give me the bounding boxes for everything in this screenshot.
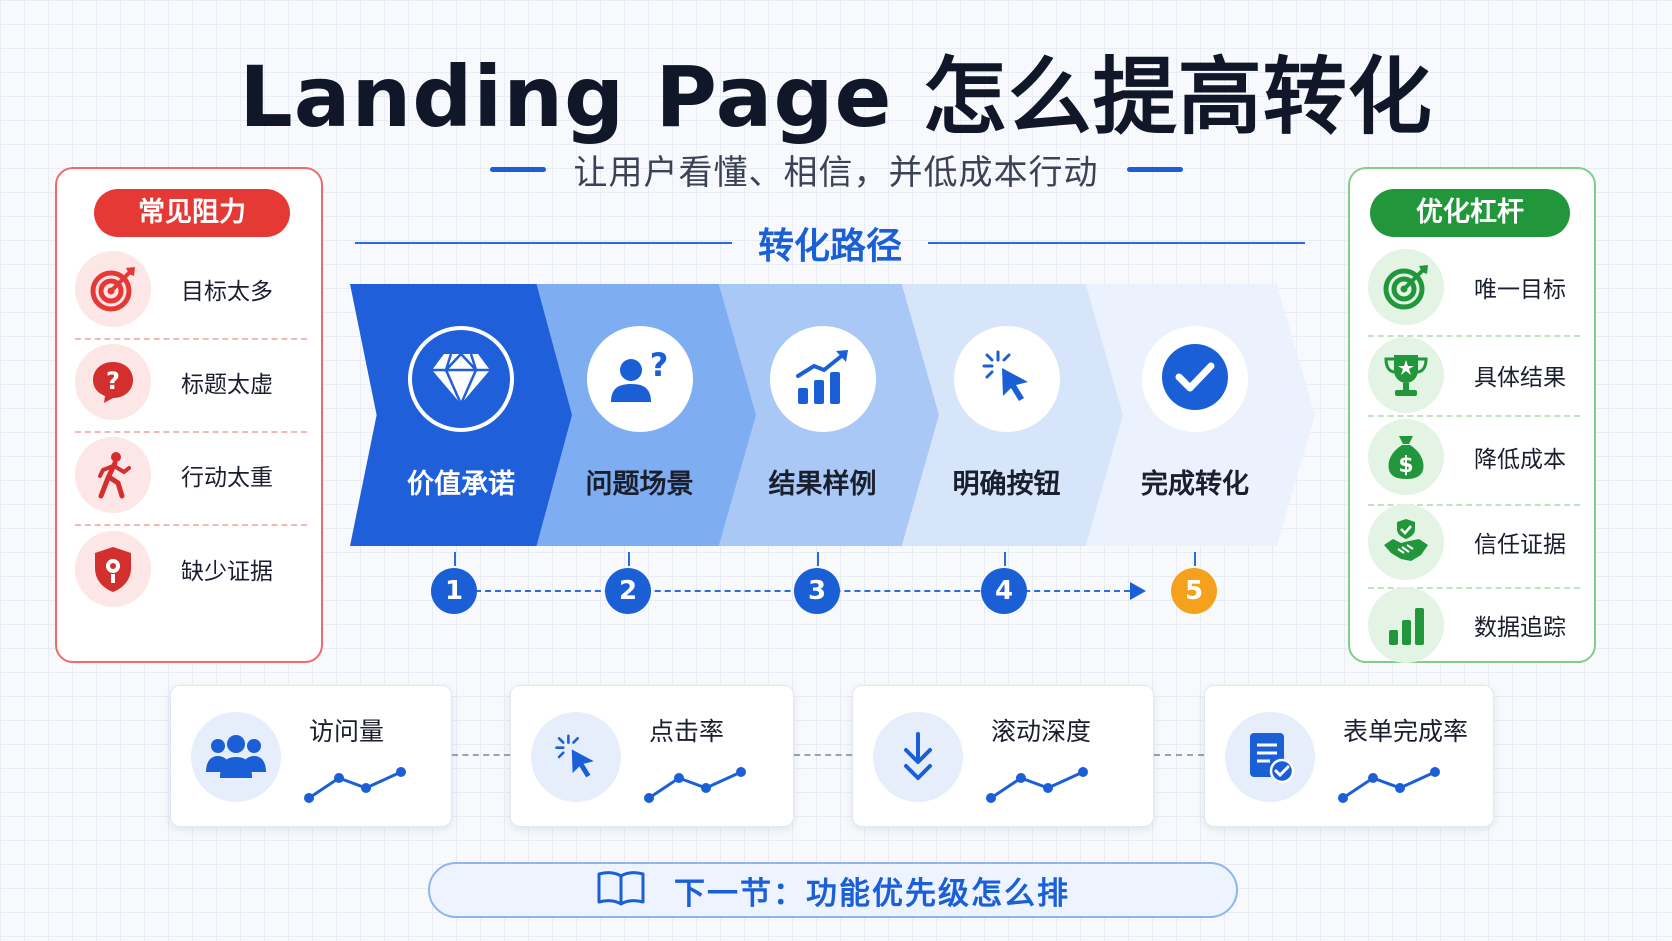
svg-text:?: ? [649, 346, 668, 384]
step-label: 完成转化 [1141, 469, 1249, 500]
shield-alert-icon [75, 531, 151, 607]
user-question-icon: ? [605, 342, 675, 416]
metric-connector [794, 754, 852, 756]
handshake-shield-icon [1368, 504, 1444, 580]
divider [1368, 335, 1580, 337]
step-label: 明确按钮 [952, 469, 1061, 500]
step-icon-circle [408, 326, 514, 432]
obstacle-label: 标题太虚 [181, 372, 273, 398]
sparkline [986, 767, 1088, 803]
divider [1368, 415, 1580, 417]
page-title: Landing Page 怎么提高转化 [239, 48, 1433, 146]
obstacle-item: ? 标题太虚 [75, 344, 307, 420]
step-label: 问题场景 [585, 469, 694, 500]
lever-item: 具体结果 [1368, 337, 1580, 413]
sparkline [644, 767, 746, 803]
obstacle-label: 缺少证据 [181, 559, 273, 585]
money-bag-icon: $ [1368, 419, 1444, 495]
path-heading: 转化路径 [355, 218, 1306, 268]
metric-label: 点击率 [649, 717, 725, 746]
step-number: 3 [794, 568, 840, 614]
lever-label: 数据追踪 [1474, 615, 1566, 641]
step-label: 价值承诺 [407, 469, 515, 500]
path-line-right [928, 242, 1306, 244]
step-number: 5 [1171, 568, 1217, 614]
lever-item: $ 降低成本 [1368, 419, 1580, 495]
obstacles-panel: 常见阻力 目标太多 ? 标题太虚 [55, 167, 323, 663]
lever-item: 数据追踪 [1368, 587, 1580, 663]
diamond-icon [426, 342, 496, 416]
question-bubble-icon: ? [75, 344, 151, 420]
subtitle-dash-left [489, 167, 546, 172]
obstacle-item: 行动太重 [75, 437, 307, 513]
cursor-click-icon [531, 712, 621, 802]
check-circle-icon [1160, 342, 1230, 416]
divider [1368, 504, 1580, 506]
step-icon-circle: ? [586, 326, 693, 432]
sparkline [1338, 767, 1440, 803]
form-check-icon [1225, 712, 1315, 802]
growth-chart-icon [790, 344, 856, 414]
lever-item: 唯一目标 [1368, 249, 1580, 325]
metric-label: 表单完成率 [1343, 717, 1469, 746]
levers-panel: 优化杠杆 唯一目标 具体结果 [1348, 167, 1596, 663]
running-person-icon [75, 437, 151, 513]
lever-label: 降低成本 [1474, 447, 1566, 473]
levers-title: 优化杠杆 [1370, 189, 1570, 237]
metric-connector [452, 754, 510, 756]
subtitle: 让用户看懂、相信，并低成本行动 [573, 153, 1099, 193]
divider [1368, 587, 1580, 589]
step-number: 1 [431, 568, 477, 614]
metric-connector [1154, 754, 1204, 756]
svg-text:$: $ [1398, 453, 1413, 478]
metric-label: 访问量 [309, 717, 385, 746]
users-icon [191, 712, 281, 802]
metric-card: 滚动深度 [852, 685, 1154, 827]
lever-item: 信任证据 [1368, 504, 1580, 580]
target-icon [1368, 249, 1444, 325]
metric-label: 滚动深度 [991, 717, 1092, 746]
divider [75, 431, 307, 433]
obstacles-title: 常见阻力 [94, 189, 290, 237]
bar-chart-icon [1368, 587, 1444, 663]
step-number: 4 [981, 568, 1027, 614]
obstacle-label: 行动太重 [181, 465, 273, 491]
obstacle-item: 目标太多 [75, 251, 307, 327]
step-label: 结果样例 [768, 469, 877, 500]
path-line-left [355, 242, 732, 244]
cursor-click-icon [974, 344, 1040, 414]
subtitle-row: 让用户看懂、相信，并低成本行动 [0, 145, 1672, 194]
step-tick [1194, 552, 1196, 566]
target-icon [75, 251, 151, 327]
lever-label: 信任证据 [1474, 532, 1566, 558]
next-section-text: 下一节：功能优先级怎么排 [674, 875, 1070, 912]
metric-card: 访问量 [170, 685, 452, 827]
open-book-icon [596, 869, 646, 911]
step-tick [628, 552, 630, 566]
lever-label: 具体结果 [1474, 365, 1566, 391]
step-icon-circle [1142, 326, 1248, 432]
divider [75, 338, 307, 340]
arrow-right-icon [1130, 582, 1146, 600]
step-icon-circle [953, 326, 1060, 432]
path-title: 转化路径 [758, 226, 903, 267]
step-tick [1004, 552, 1006, 566]
divider [75, 524, 307, 526]
step-tick [454, 552, 456, 566]
metric-card: 表单完成率 [1204, 685, 1494, 827]
scroll-down-icon [873, 712, 963, 802]
svg-text:?: ? [106, 367, 120, 395]
step-tick [817, 552, 819, 566]
trophy-icon [1368, 337, 1444, 413]
obstacle-item: 缺少证据 [75, 531, 307, 607]
step-chevron: 价值承诺 [350, 284, 572, 546]
step-icon-circle [769, 326, 876, 432]
step-number: 2 [605, 568, 651, 614]
metric-card: 点击率 [510, 685, 794, 827]
subtitle-dash-right [1126, 167, 1183, 172]
next-section-banner[interactable]: 下一节：功能优先级怎么排 [428, 862, 1238, 918]
obstacle-label: 目标太多 [181, 279, 273, 305]
lever-label: 唯一目标 [1474, 277, 1566, 303]
sparkline [304, 767, 406, 803]
